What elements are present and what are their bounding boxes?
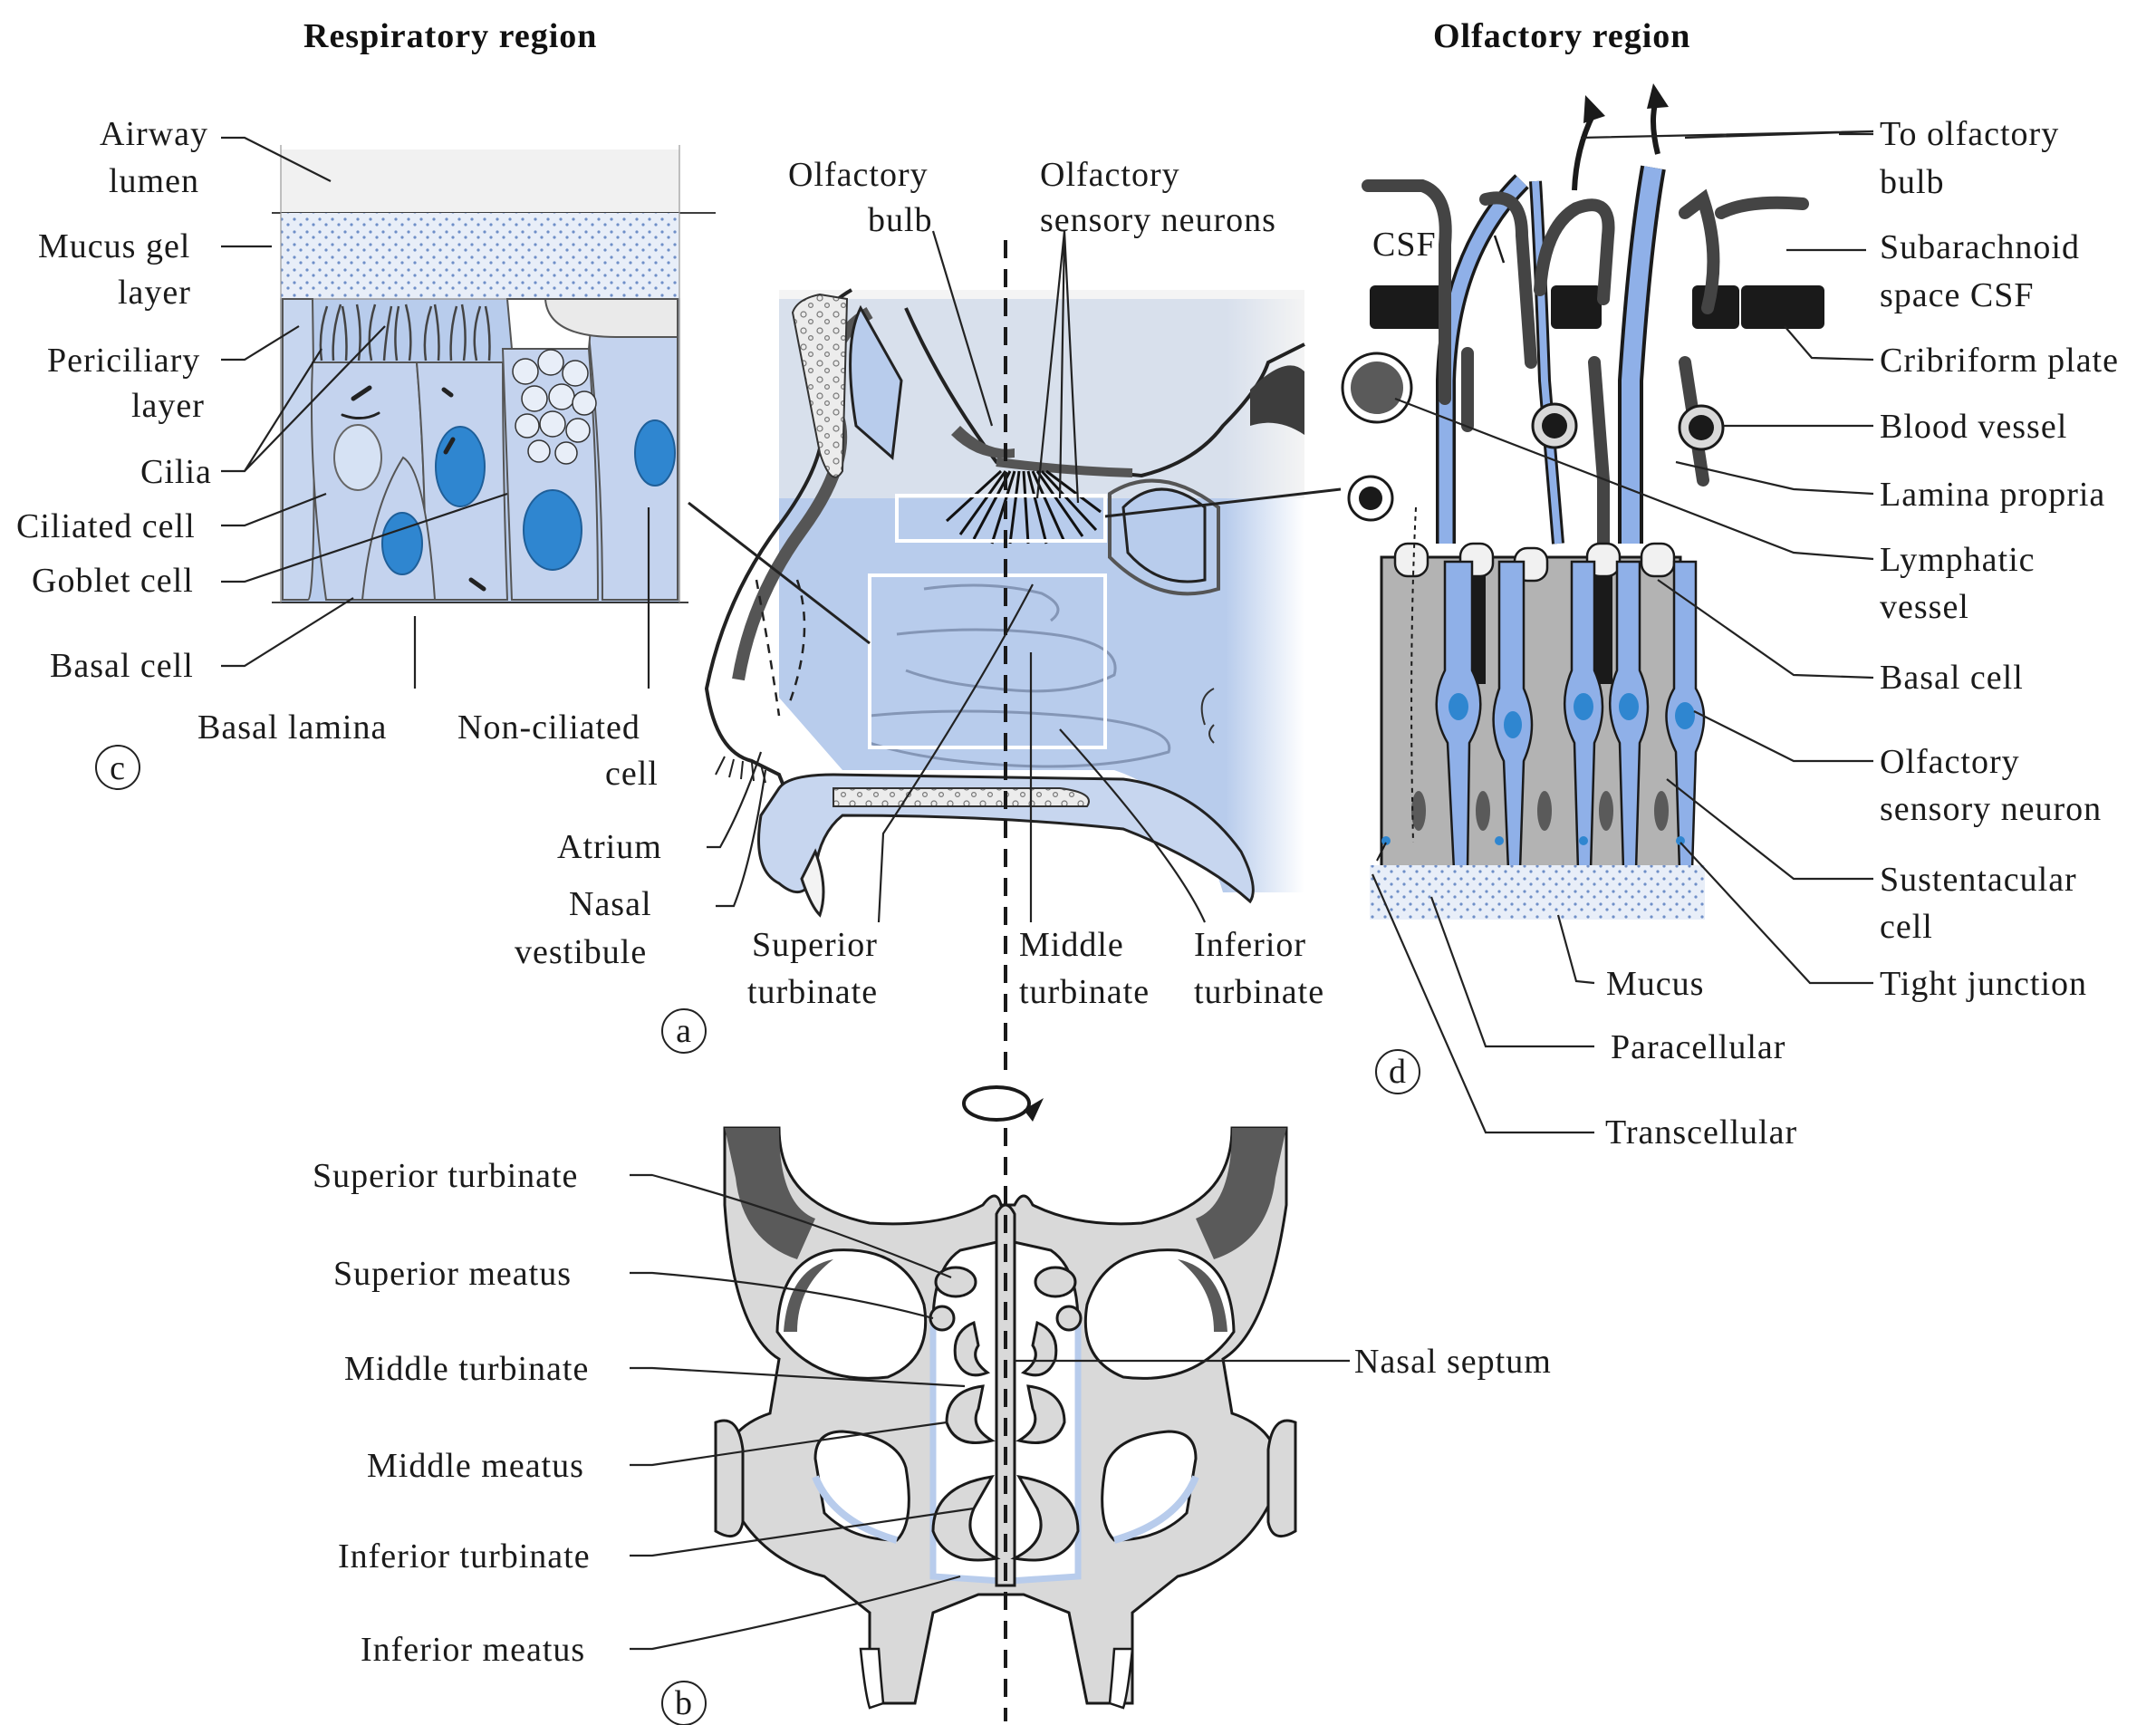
label-lymphatic-1: Lymphatic bbox=[1880, 541, 2036, 579]
label-sustentacular-1: Sustentacular bbox=[1880, 861, 2077, 899]
label-middle-turbinate-b: Middle turbinate bbox=[344, 1350, 589, 1388]
olfactory-region-title: Olfactory region bbox=[1433, 17, 1690, 55]
label-superior-turbinate-b: Superior turbinate bbox=[313, 1157, 578, 1195]
arrowhead-to-bulb-2-icon bbox=[1647, 83, 1669, 109]
panel-b-letter: b bbox=[675, 1684, 693, 1722]
label-olfactory-bulb-2: bulb bbox=[868, 201, 933, 239]
label-blood-vessel: Blood vessel bbox=[1880, 408, 2067, 446]
label-sustentacular-2: cell bbox=[1880, 908, 1933, 946]
label-middle-turbinate-a-2: turbinate bbox=[1019, 973, 1150, 1011]
panel-b-coronal-section bbox=[716, 1128, 1295, 1721]
left-tooth-icon bbox=[861, 1649, 883, 1708]
label-olfactory-bulb-1: Olfactory bbox=[788, 156, 929, 194]
mucus-gel-layer bbox=[281, 213, 679, 304]
label-basal-lamina: Basal lamina bbox=[197, 708, 387, 747]
left-zygomatic bbox=[716, 1421, 743, 1537]
right-zygomatic bbox=[1268, 1421, 1295, 1537]
blood-vessel-large-lumen bbox=[1351, 361, 1403, 414]
label-to-bulb-2: bulb bbox=[1880, 163, 1945, 201]
goblet-cell-nucleus bbox=[524, 490, 582, 570]
panel-d-olfactory-epithelium bbox=[1343, 83, 1824, 920]
label-mucus-gel-2: layer bbox=[118, 274, 191, 312]
label-transcellular: Transcellular bbox=[1605, 1113, 1797, 1152]
blood-vessel-right-lumen bbox=[1689, 415, 1714, 440]
airway-lumen-area bbox=[281, 149, 679, 213]
label-inferior-turbinate-a-1: Inferior bbox=[1194, 926, 1306, 964]
non-ciliated-nucleus bbox=[635, 420, 675, 486]
label-osn-d-1: Olfactory bbox=[1880, 743, 2020, 781]
label-non-ciliated-2: cell bbox=[605, 755, 659, 793]
label-nasal-septum: Nasal septum bbox=[1354, 1343, 1552, 1381]
olfactory-mucus-layer bbox=[1370, 865, 1705, 920]
blood-vessel-mid-lumen bbox=[1542, 413, 1567, 438]
label-superior-turbinate-a-1: Superior bbox=[752, 926, 878, 964]
ciliated-cell-nucleus bbox=[334, 425, 381, 490]
cribriform-plate-blocks bbox=[1370, 285, 1824, 329]
ciliated-cell-nucleus-blue bbox=[436, 427, 485, 506]
label-inferior-turbinate-b: Inferior turbinate bbox=[338, 1537, 591, 1576]
label-superior-turbinate-a-2: turbinate bbox=[747, 973, 878, 1011]
label-lamina-propria: Lamina propria bbox=[1880, 476, 2105, 514]
label-superior-meatus-b: Superior meatus bbox=[333, 1255, 572, 1293]
label-lymphatic-2: vessel bbox=[1880, 588, 1969, 626]
label-cribriform-plate: Cribriform plate bbox=[1880, 342, 2119, 380]
label-basal-cell-d: Basal cell bbox=[1880, 659, 2024, 697]
label-csf: CSF bbox=[1372, 226, 1437, 264]
label-to-bulb-1: To olfactory bbox=[1880, 115, 2059, 153]
label-middle-meatus-b: Middle meatus bbox=[367, 1447, 584, 1485]
arrowhead-to-bulb-1-icon bbox=[1583, 95, 1605, 123]
label-airway-lumen-1: Airway bbox=[100, 115, 208, 153]
label-cilia: Cilia bbox=[140, 453, 212, 491]
panel-c-letter: c bbox=[110, 749, 126, 787]
label-atrium: Atrium bbox=[557, 828, 662, 866]
label-goblet-cell: Goblet cell bbox=[32, 562, 194, 600]
label-non-ciliated-1: Non-ciliated bbox=[457, 708, 640, 747]
label-tight-junction: Tight junction bbox=[1880, 965, 2087, 1003]
label-mucus-gel-1: Mucus gel bbox=[38, 227, 190, 265]
csf-arrow bbox=[1495, 236, 1504, 263]
label-periciliary-2: layer bbox=[131, 387, 205, 425]
label-osn-a-2: sensory neurons bbox=[1040, 201, 1276, 239]
label-subarachnoid-2: space CSF bbox=[1880, 276, 2035, 314]
respiratory-region-title: Respiratory region bbox=[303, 17, 597, 55]
palate-bone bbox=[833, 788, 1089, 806]
label-airway-lumen-2: lumen bbox=[109, 162, 199, 200]
label-mucus-d: Mucus bbox=[1606, 965, 1704, 1003]
label-osn-d-2: sensory neuron bbox=[1880, 790, 2102, 828]
label-osn-a-1: Olfactory bbox=[1040, 156, 1180, 194]
panel-a-letter: a bbox=[676, 1012, 692, 1050]
basal-cell-nucleus bbox=[382, 513, 422, 574]
lymphatic-vessel-lumen bbox=[1359, 487, 1382, 510]
label-inferior-meatus-b: Inferior meatus bbox=[361, 1631, 585, 1669]
label-nasal-vestibule-2: vestibule bbox=[515, 933, 647, 971]
label-middle-turbinate-a-1: Middle bbox=[1019, 926, 1124, 964]
label-basal-cell-c: Basal cell bbox=[50, 647, 194, 685]
epithelial-cell-edge bbox=[283, 299, 314, 600]
rotation-arrow-icon bbox=[964, 1087, 1044, 1122]
label-periciliary-1: Periciliary bbox=[47, 342, 200, 380]
panel-d-letter: d bbox=[1389, 1053, 1407, 1091]
label-nasal-vestibule-1: Nasal bbox=[569, 885, 652, 923]
label-subarachnoid-1: Subarachnoid bbox=[1880, 228, 2080, 266]
label-inferior-turbinate-a-2: turbinate bbox=[1194, 973, 1324, 1011]
label-ciliated-cell: Ciliated cell bbox=[16, 507, 196, 545]
label-paracellular: Paracellular bbox=[1611, 1028, 1785, 1066]
